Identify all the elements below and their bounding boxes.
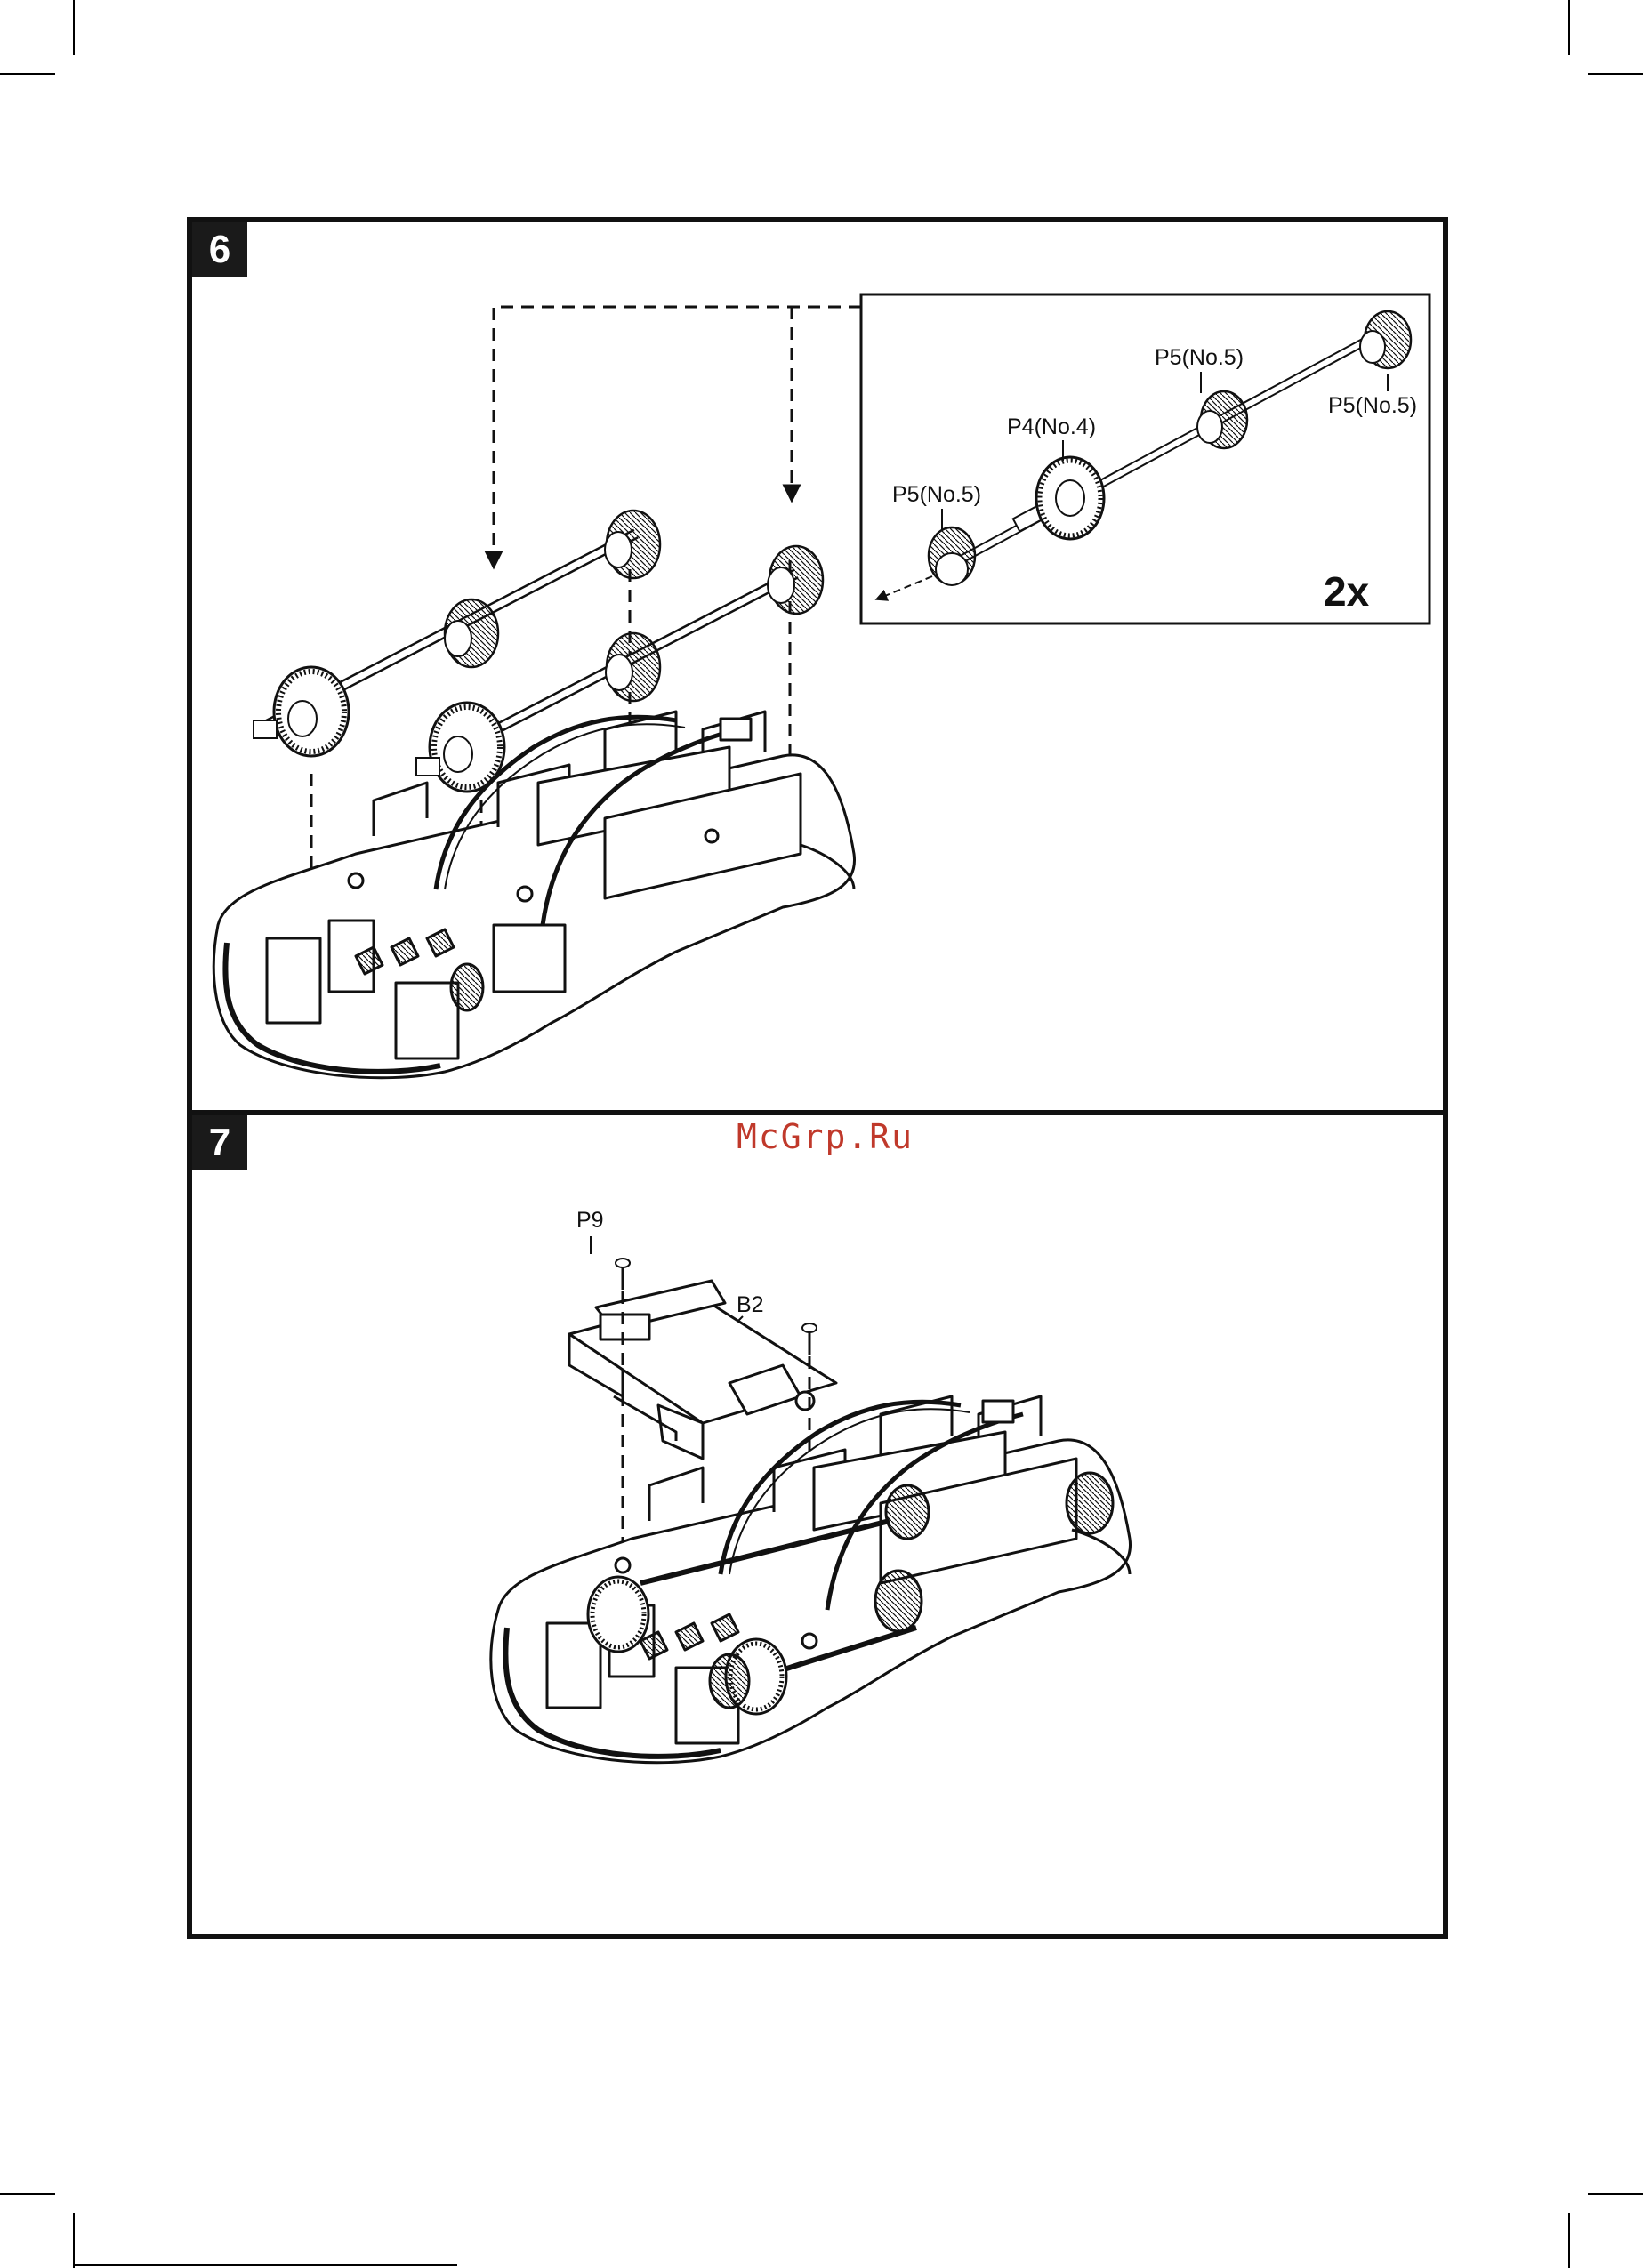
- step-6-chassis: [213, 712, 854, 1078]
- bracket-b2: [569, 1281, 836, 1459]
- label-p4: P4(No.4): [1007, 414, 1096, 440]
- gear-p5-left: [929, 527, 975, 585]
- label-p5-right: P5(No.5): [1328, 393, 1417, 419]
- label-b2: B2: [737, 1292, 764, 1318]
- label-p5-mid: P5(No.5): [1155, 345, 1244, 371]
- label-p5-left: P5(No.5): [892, 482, 981, 508]
- step-7-chassis: [491, 1396, 1131, 1763]
- watermark: McGrp.Ru: [737, 1117, 914, 1156]
- gear-p4: [1036, 457, 1104, 539]
- label-p9: P9: [576, 1208, 604, 1234]
- quantity-label: 2x: [1324, 567, 1369, 615]
